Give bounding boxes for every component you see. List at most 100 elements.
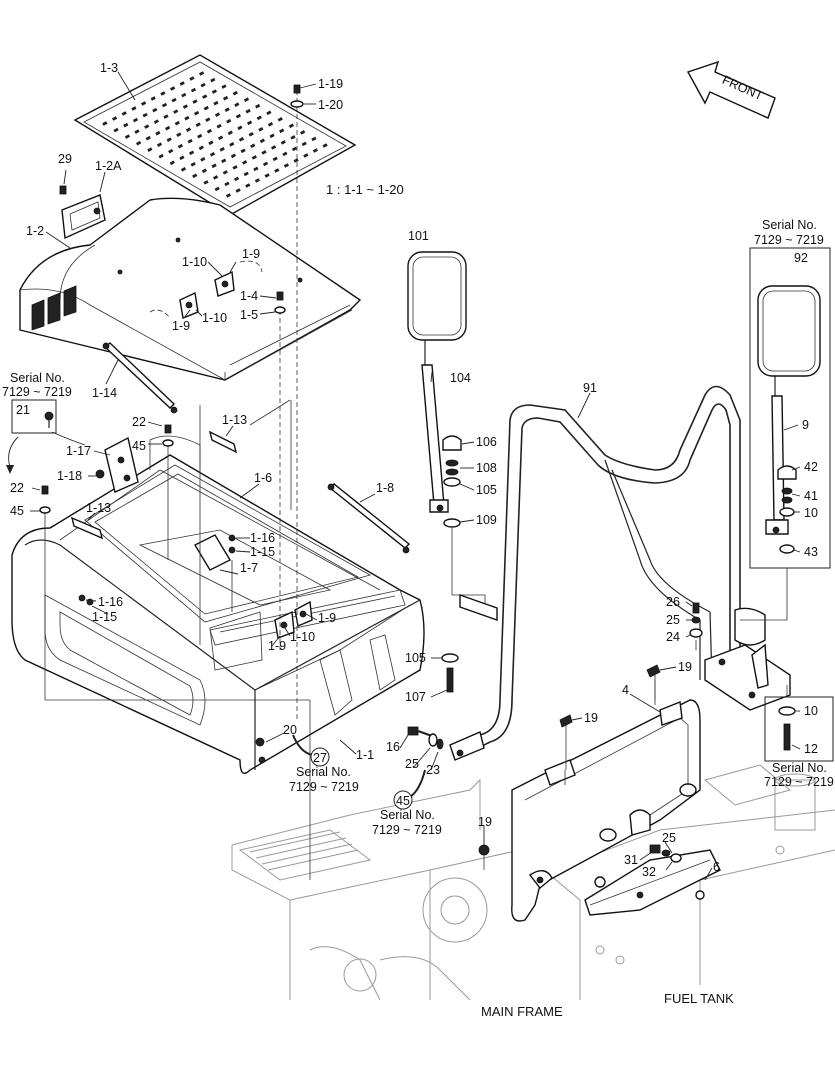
perforation-hole [208,140,214,146]
perforation-hole [112,116,118,121]
part-label-45a: 45 [132,439,146,453]
part-label-16: 16 [386,740,400,754]
perforation-hole [170,86,176,91]
serial-label-92: Serial No. [762,218,817,232]
perforation-hole [258,127,264,132]
part-label-1-16b: 1-16 [98,595,123,609]
mirror-101 [407,251,467,513]
part-label-43: 43 [804,545,818,559]
part-label-6: 6 [713,860,720,874]
perforation-hole [280,140,286,145]
perforation-hole [303,153,309,158]
serial-label-21: Serial No. [10,371,65,385]
perforation-hole [206,128,212,134]
perforation-hole [169,160,175,166]
part-label-9: 9 [802,418,809,432]
part-label-107: 107 [405,690,426,704]
perforation-hole [214,186,220,192]
perforation-hole [182,104,188,109]
hardware-19-31-32 [478,664,682,870]
part-label-1-10b: 1-10 [202,311,227,325]
perforation-hole [277,117,283,122]
part-label-1-17: 1-17 [66,444,91,458]
perforation-hole [322,143,328,148]
perforation-hole [141,101,147,106]
perforation-hole [192,99,198,104]
perforation-hole [248,132,254,137]
perforation-hole [235,113,241,119]
part-label-1-9d: 1-9 [268,639,286,653]
perforation-hole [165,125,171,131]
handle-1-13-upper [208,430,238,454]
perforation-hole [291,146,298,152]
part-label-25b: 25 [666,613,680,627]
perforation-hole [184,115,190,121]
part-label-1-13b: 1-13 [86,501,111,515]
part-label-1-4: 1-4 [240,289,258,303]
perforation-hole [240,148,246,154]
perforation-hole [254,178,260,183]
part-label-1-9a: 1-9 [242,247,260,261]
perforation-hole [255,103,261,109]
serial-label-27: Serial No. [296,765,351,779]
part-label-25c: 25 [662,831,676,845]
perforation-hole [218,135,224,141]
perforation-hole [214,112,221,117]
assembly-lines [44,90,311,880]
perforation-hole [176,132,182,137]
hardware-16-25-23 [407,726,444,750]
part-label-1-16a: 1-16 [250,531,275,545]
part-label-23: 23 [426,763,440,777]
panel-4 [511,680,701,922]
perforation-hole [290,135,296,140]
perforation-hole [134,129,140,134]
part-label-1-7: 1-7 [240,561,258,575]
part-label-1-8: 1-8 [376,481,394,495]
perforation-hole [124,134,130,139]
part-label-24: 24 [666,630,680,644]
perforation-hole [131,106,137,111]
perforation-hole [161,102,168,108]
serial-box-mirror-92 [740,247,831,621]
part-label-1-6: 1-6 [254,471,272,485]
part-label-108: 108 [476,461,497,475]
part-label-31: 31 [624,853,638,867]
part-label-1-1: 1-1 [356,748,374,762]
perforation-hole [205,117,211,122]
perforation-hole [181,92,187,98]
leader-lines [30,71,801,881]
perforation-hole [211,89,217,94]
part-label-41: 41 [804,489,818,503]
perforation-hole [174,120,180,126]
perforation-hole [230,153,236,159]
handle-1-13-lower [70,516,104,540]
perforation-hole [179,81,185,86]
fuel-tank-label: FUEL TANK [664,991,734,1006]
part-label-29: 29 [58,152,72,166]
perforation-hole [173,109,179,114]
seat-base-1-1 [11,435,425,774]
perforation-hole [242,160,248,165]
annotations: 1 : 1-1 ~ 1-20 FRONT Serial No. 7129 ~ 7… [2,73,834,1019]
perforation-hole [123,122,129,128]
perforation-hole [243,171,249,177]
perforation-hole [171,97,177,103]
perforation-hole [301,141,307,147]
perforation-hole [233,176,240,182]
perforation-hole [202,94,208,99]
perforation-hole [153,119,159,124]
perforation-hole [245,183,251,188]
part-label-19c: 19 [478,815,492,829]
perforation-hole [144,124,150,129]
perforation-hole [150,96,156,101]
perforation-hole [158,153,164,159]
part-label-42: 42 [804,460,818,474]
kit-note: 1 : 1-1 ~ 1-20 [326,182,404,197]
serial-label-10-12: Serial No. [772,761,827,775]
part-labels: 1-3 1-19 1-20 29 1-2A 1-2 1-10 1-9 1-4 1… [10,61,818,879]
serial-box-21 [6,399,86,474]
perforation-hole [136,140,142,146]
part-label-1-3: 1-3 [100,61,118,75]
part-label-104: 104 [450,371,471,385]
